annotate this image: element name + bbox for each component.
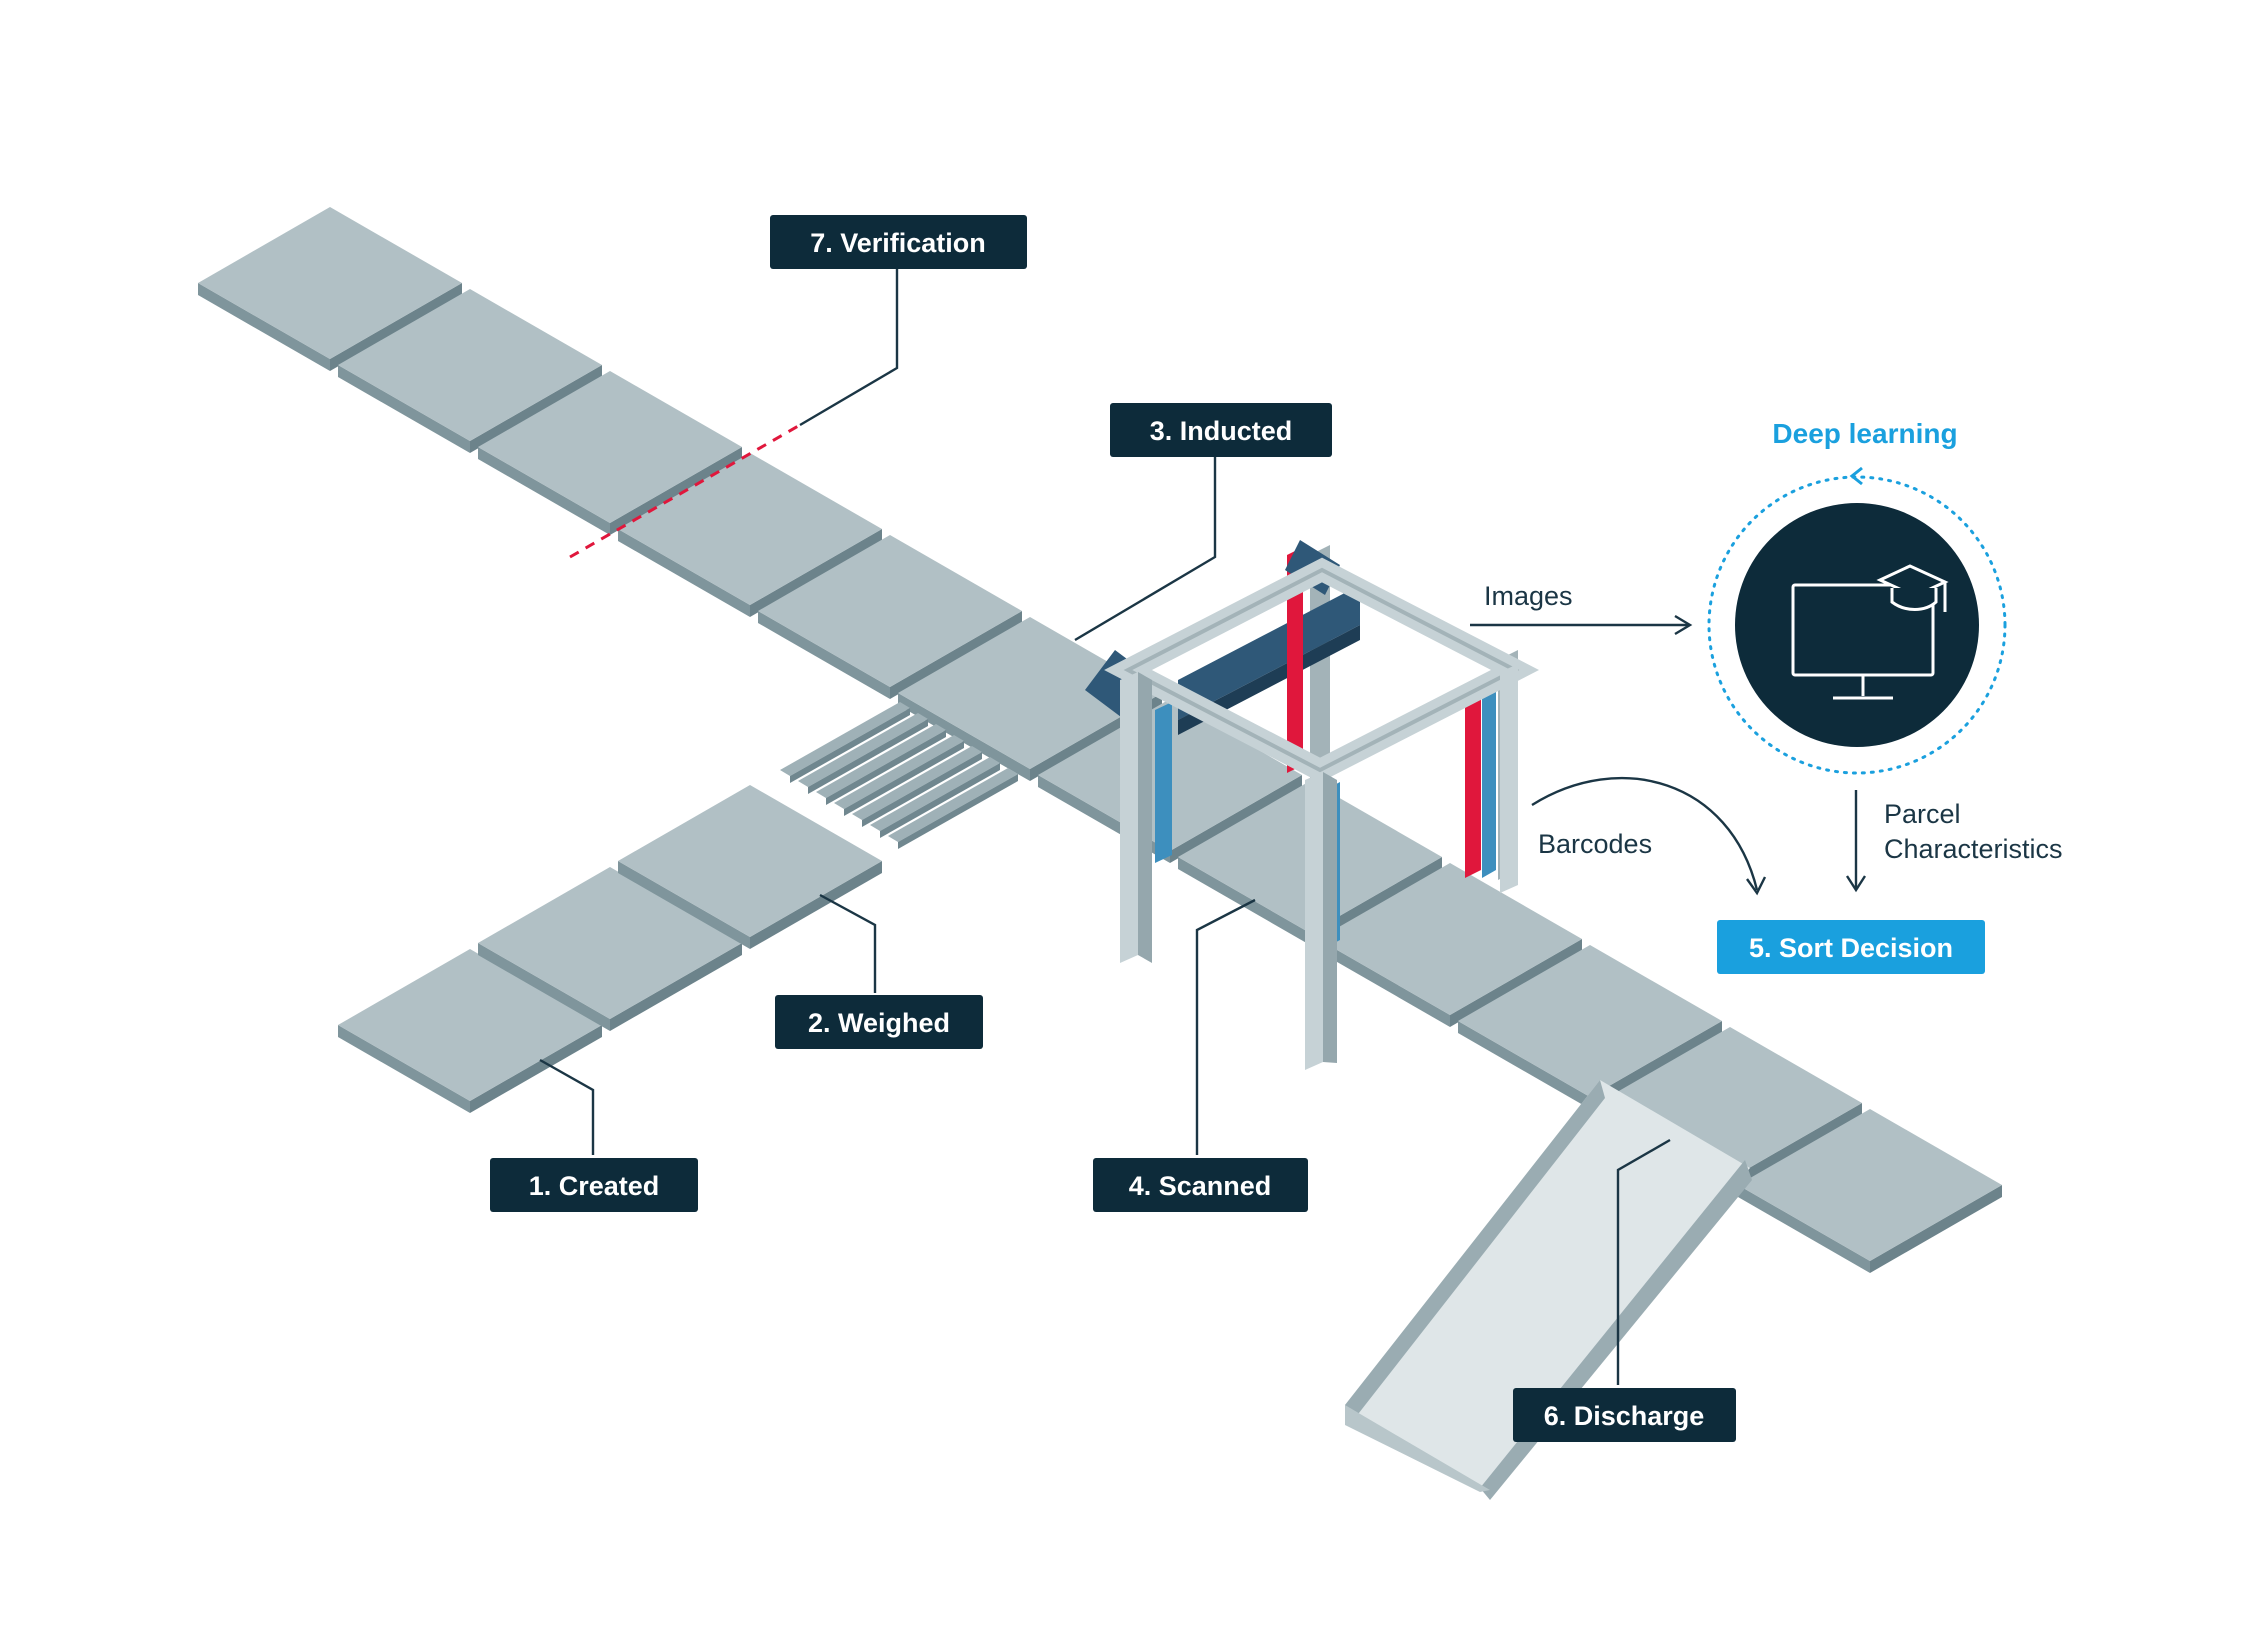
- label-sort-decision: 5. Sort Decision: [1717, 920, 1985, 974]
- roller: [780, 702, 910, 776]
- deep-learning-loop: [1707, 466, 2007, 775]
- images-arrow: [1470, 614, 1693, 636]
- label-inducted: 3. Inducted: [1110, 403, 1332, 457]
- svg-text:3. Inducted: 3. Inducted: [1150, 416, 1293, 446]
- conveyor-tile: [338, 289, 602, 453]
- infeed-tile: [618, 785, 882, 949]
- label-created: 1. Created: [490, 1158, 698, 1212]
- conveyor-tile: [758, 535, 1022, 699]
- conveyor-tiles: [198, 207, 2002, 1273]
- leader-weighed: [819, 893, 877, 993]
- roller: [888, 768, 1018, 842]
- parcel-characteristics-arrow: [1845, 790, 1867, 893]
- leader-discharge: [1616, 1138, 1671, 1385]
- barcodes-label: Barcodes: [1538, 829, 1652, 859]
- monitor-with-graduation-cap-icon: [1791, 564, 1949, 700]
- parcel-label-line2: Characteristics: [1884, 834, 2063, 864]
- conveyor-tile: [1178, 781, 1442, 945]
- images-label: Images: [1484, 581, 1573, 611]
- roller: [852, 746, 982, 820]
- scanner-blue-beam-left: [1155, 702, 1172, 863]
- label-discharge: 6. Discharge: [1513, 1388, 1736, 1442]
- compute-node: [1735, 503, 1979, 747]
- svg-text:7. Verification: 7. Verification: [810, 228, 986, 258]
- camera-bar-back: [1178, 585, 1360, 720]
- svg-text:6. Discharge: 6. Discharge: [1544, 1401, 1705, 1431]
- scanner-red-beam-right: [1465, 697, 1481, 878]
- conveyor-tile: [1318, 863, 1582, 1027]
- conveyor-tile: [198, 207, 462, 371]
- leader-verification: [799, 268, 899, 427]
- label-weighed: 2. Weighed: [775, 995, 983, 1049]
- svg-text:1. Created: 1. Created: [529, 1171, 660, 1201]
- scanner-gantry: [1085, 540, 1540, 1070]
- weigh-scale: [780, 702, 1018, 849]
- scanner-red-beam-left: [1287, 547, 1303, 773]
- conveyor-tile: [478, 371, 742, 535]
- barcodes-arrow: [1531, 776, 1767, 896]
- roller: [816, 724, 946, 798]
- leader-scanned: [1195, 898, 1256, 1155]
- label-scanned: 4. Scanned: [1093, 1158, 1308, 1212]
- conveyor-tile: [1738, 1109, 2002, 1273]
- roller: [870, 757, 1000, 831]
- roller: [798, 713, 928, 787]
- svg-text:2. Weighed: 2. Weighed: [808, 1008, 950, 1038]
- parcel-label-line1: Parcel: [1884, 799, 1961, 829]
- deep-learning-label: Deep learning: [1772, 418, 1957, 449]
- conveyor-tile: [1458, 945, 1722, 1109]
- svg-text:5. Sort Decision: 5. Sort Decision: [1749, 933, 1953, 963]
- roller: [834, 735, 964, 809]
- label-verification: 7. Verification: [770, 215, 1027, 269]
- svg-text:4. Scanned: 4. Scanned: [1129, 1171, 1272, 1201]
- leader-created: [539, 1058, 595, 1155]
- leader-inducted: [1074, 455, 1217, 642]
- verification-line: [569, 423, 801, 559]
